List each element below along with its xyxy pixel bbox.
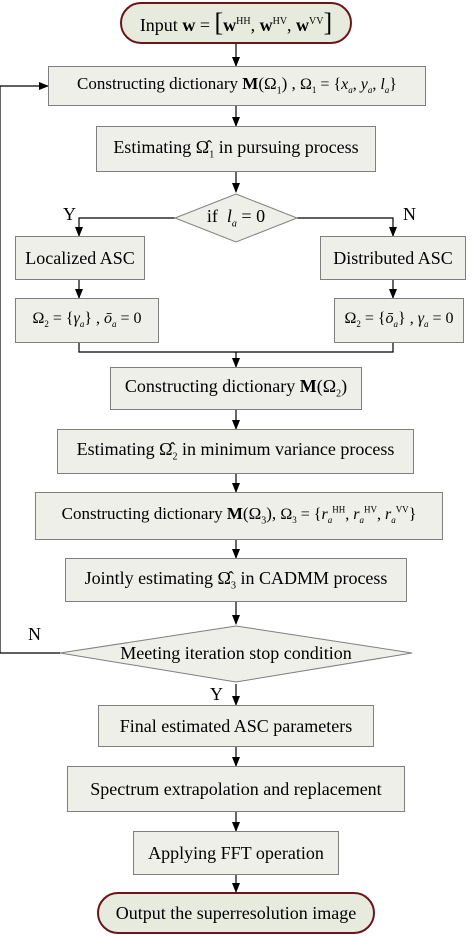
construct-dictionary-1-label: Constructing dictionary M(Ω1) , Ω1 = {xa… — [77, 74, 397, 97]
branch-no-label: N — [403, 204, 416, 224]
estimate-omega2-label: Estimating Ω̂2 in minimum variance proce… — [76, 439, 395, 463]
merge-right — [236, 343, 394, 353]
final-params-box: Final estimated ASC parameters — [98, 705, 374, 747]
omega2-localized-box: Ω2 = {γa} , ōa = 0 — [15, 298, 159, 343]
estimate-omega2-box: Estimating Ω̂2 in minimum variance proce… — [57, 429, 414, 474]
decision-stop-diamond — [59, 625, 413, 683]
arrow-loop-back — [0, 82, 60, 654]
branch-stop-yes-label: Y — [210, 684, 223, 704]
construct-dictionary-2-label: Constructing dictionary M(Ω2) — [124, 376, 348, 400]
estimate-omega1-label: Estimating Ω̂1 in pursuing process — [113, 136, 359, 161]
estimate-omega1-box: Estimating Ω̂1 in pursuing process — [96, 126, 376, 172]
input-terminal: Input w = [wHH, wHV, wVV] — [120, 2, 352, 44]
input-label: Input w = [wHH, wHV, wVV] — [139, 8, 333, 37]
decision-stop-label: Meeting iteration stop condition — [120, 643, 352, 663]
branch-loop-no-label: N — [28, 624, 41, 644]
arrow-decision-yes — [75, 217, 175, 237]
merge-left — [78, 343, 236, 353]
output-terminal: Output the superresolution image — [97, 892, 375, 934]
decision-la-diamond — [173, 193, 299, 243]
distributed-asc-box: Distributed ASC — [320, 236, 466, 280]
construct-dictionary-1-box: Constructing dictionary M(Ω1) , Ω1 = {xa… — [48, 66, 426, 106]
joint-estimate-box: Jointly estimating Ω̂3 in CADMM process — [65, 558, 407, 602]
fft-label: Applying FFT operation — [148, 843, 324, 863]
arrow-decision-no — [297, 217, 397, 237]
localized-asc-box: Localized ASC — [15, 236, 145, 280]
decision-stop-text: Meeting iteration stop condition — [96, 641, 376, 665]
construct-dictionary-3-label: Constructing dictionary M(Ω3), Ω3 = {raH… — [61, 504, 417, 527]
spectrum-box: Spectrum extrapolation and replacement — [67, 766, 405, 812]
omega2-distributed-box: Ω2 = {ōa} , γa = 0 — [334, 298, 464, 343]
localized-asc-label: Localized ASC — [25, 248, 135, 268]
decision-la-text: if la = 0 — [190, 206, 282, 230]
decision-la-label: if la = 0 — [206, 205, 266, 230]
construct-dictionary-2-box: Constructing dictionary M(Ω2) — [110, 367, 362, 410]
final-params-label: Final estimated ASC parameters — [119, 716, 353, 736]
omega2-localized-label: Ω2 = {γa} , ōa = 0 — [32, 310, 142, 330]
distributed-asc-label: Distributed ASC — [333, 248, 453, 268]
branch-yes-label: Y — [63, 204, 76, 224]
spectrum-label: Spectrum extrapolation and replacement — [90, 779, 382, 799]
fft-box: Applying FFT operation — [133, 831, 339, 875]
joint-estimate-label: Jointly estimating Ω̂3 in CADMM process — [84, 567, 388, 592]
output-label: Output the superresolution image — [115, 903, 357, 923]
construct-dictionary-3-box: Constructing dictionary M(Ω3), Ω3 = {raH… — [35, 492, 443, 540]
omega2-distributed-label: Ω2 = {ōa} , γa = 0 — [344, 310, 454, 330]
